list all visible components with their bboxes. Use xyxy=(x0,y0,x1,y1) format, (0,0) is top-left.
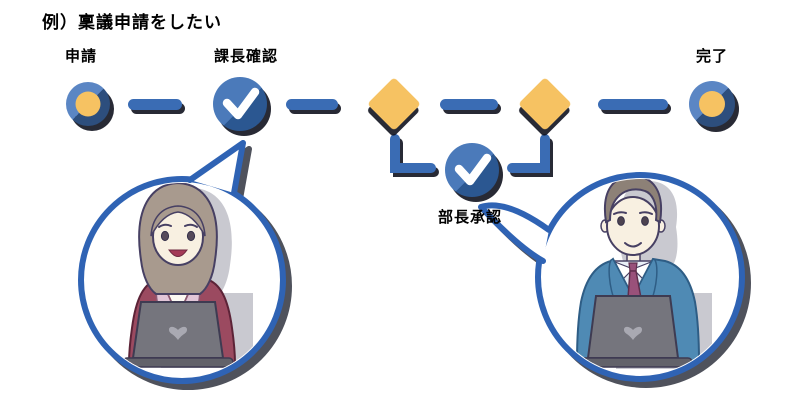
check-circle-icon xyxy=(213,77,267,131)
diamond-gateway-icon xyxy=(519,78,571,130)
tie xyxy=(628,262,638,272)
check-circle-icon xyxy=(445,143,499,197)
start-circle-icon xyxy=(66,82,110,126)
laptop xyxy=(122,301,234,368)
flow-connectors xyxy=(128,99,668,173)
speech-bubble-tail xyxy=(187,140,246,196)
mouth xyxy=(168,249,188,257)
laptop xyxy=(577,295,693,368)
eye xyxy=(186,230,196,242)
connector-segment xyxy=(598,99,668,110)
elbow-connector-right xyxy=(507,134,550,173)
page-title: 例）稟議申請をしたい xyxy=(42,13,222,32)
label-manager-check: 課長確認 xyxy=(213,48,279,65)
elbow-connector-left xyxy=(390,134,436,173)
eye xyxy=(641,216,649,226)
connector-segment xyxy=(440,99,498,110)
speech-bubble-right xyxy=(478,172,745,382)
mouth xyxy=(624,242,642,248)
label-director-approval: 部長承認 xyxy=(437,209,503,226)
heart-logo-icon xyxy=(624,326,642,340)
hair xyxy=(603,179,663,224)
eye xyxy=(160,230,170,242)
flow-nodes xyxy=(66,77,735,197)
heart-logo-icon xyxy=(169,326,187,340)
businesswoman-at-laptop xyxy=(122,183,253,368)
eye xyxy=(617,216,625,226)
businessman-at-laptop xyxy=(575,179,712,369)
connector-segment xyxy=(128,99,182,110)
speech-bubble-left xyxy=(78,140,286,384)
label-end: 完了 xyxy=(695,48,729,65)
connector-segment xyxy=(286,99,338,110)
label-start: 申請 xyxy=(64,48,98,65)
diamond-gateway-icon xyxy=(368,78,420,130)
speech-bubble-tail xyxy=(478,202,552,264)
end-circle-icon xyxy=(689,81,735,127)
